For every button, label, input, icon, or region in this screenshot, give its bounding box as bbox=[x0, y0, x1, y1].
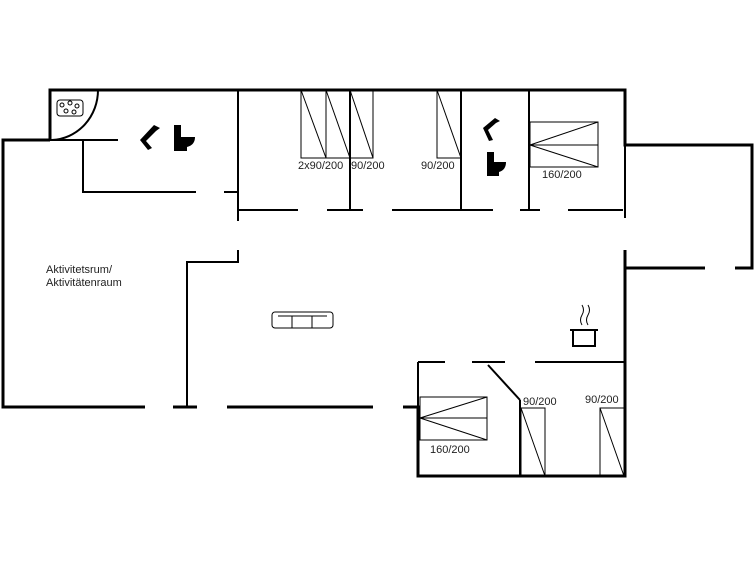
room-label-line: Aktivitetsrum/ bbox=[46, 264, 113, 276]
shower-icon bbox=[483, 118, 500, 141]
room-label-line: Aktivitätenraum bbox=[46, 277, 122, 289]
shower-icon bbox=[140, 125, 160, 150]
bed-label: 2x90/200 bbox=[298, 160, 344, 172]
bed-label: 90/200 bbox=[523, 396, 557, 408]
room-label-activity: Aktivitetsrum/ Aktivitätenraum bbox=[46, 264, 122, 290]
bed-label: 90/200 bbox=[585, 394, 619, 406]
sofa-icon bbox=[271, 311, 334, 329]
toilet-icon bbox=[487, 152, 506, 176]
bed-label: 160/200 bbox=[430, 444, 470, 456]
bed-label: 90/200 bbox=[351, 160, 385, 172]
bed-icons bbox=[300, 89, 625, 477]
door-swing-arc bbox=[51, 89, 100, 141]
kitchen-pot-icon bbox=[570, 304, 598, 347]
bed-label: 90/200 bbox=[421, 160, 455, 172]
bath-tub-icon bbox=[56, 99, 84, 117]
bed-label: 160/200 bbox=[542, 169, 582, 181]
toilet-icon bbox=[174, 125, 195, 151]
